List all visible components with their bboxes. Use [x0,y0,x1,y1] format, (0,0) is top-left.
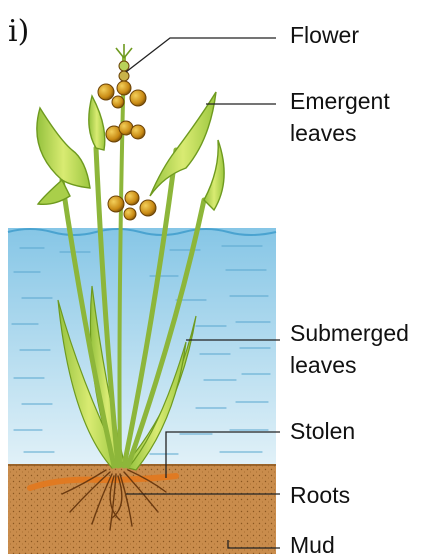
label-submerged-line1: Submerged [290,320,409,347]
label-submerged-line2: leaves [290,352,356,379]
leader-flower [126,38,276,72]
label-mud: Mud [290,532,335,559]
panel-label: i) [8,14,29,49]
label-emergent-line2: leaves [290,120,356,147]
label-stolen: Stolen [290,418,355,445]
label-emergent-line1: Emergent [290,88,390,115]
flower-cluster [98,44,156,220]
label-roots: Roots [290,482,350,509]
label-flower: Flower [290,22,359,49]
